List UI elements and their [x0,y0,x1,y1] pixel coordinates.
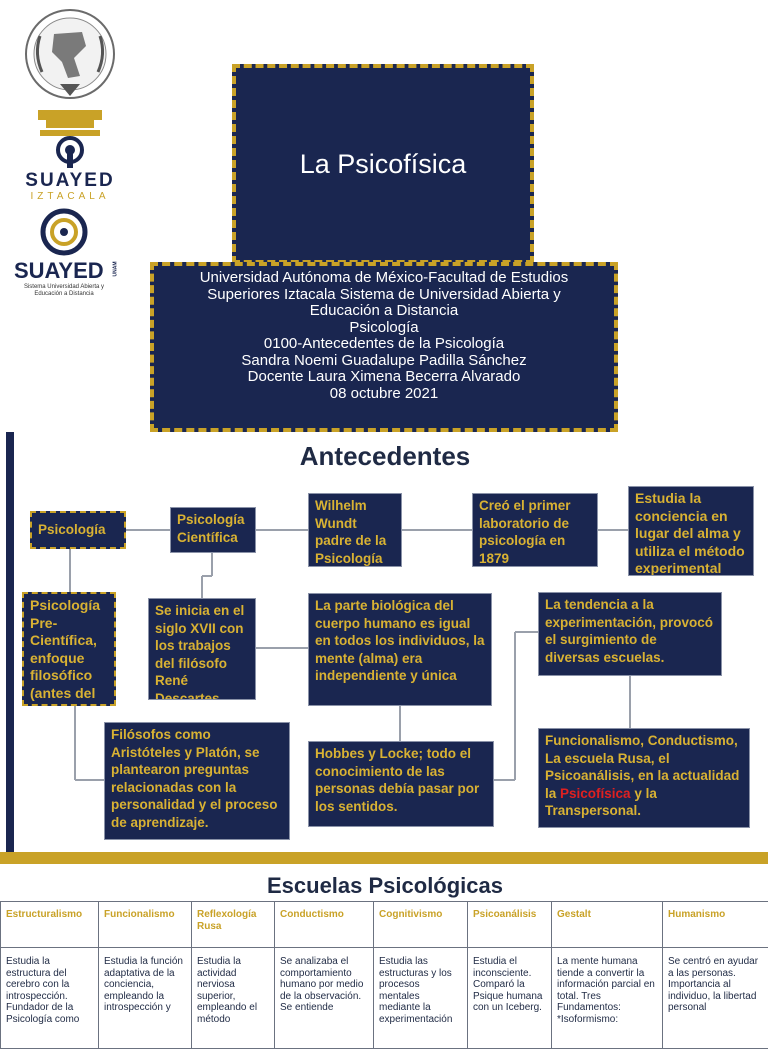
table-cell: Se centró en ayudar a las personas. Impo… [663,948,768,1049]
node-tendencia-text: La tendencia a la experimentación, provo… [545,597,713,665]
node-precientifica-text: Psicología Pre-Científica, enfoque filos… [30,597,100,706]
table-header: Psicoanálisis [468,902,552,948]
table-cell: Estudia la actividad nerviosa superior, … [192,948,275,1049]
table-header: Gestalt [552,902,663,948]
table-header: Estructuralismo [1,902,99,948]
table-header: Conductismo [275,902,374,948]
node-estudia-conciencia: Estudia la conciencia en lugar del alma … [628,486,754,576]
node-wundt: Wilhelm Wundt padre de la Psicología Cie… [308,493,402,567]
node-laboratorio-text: Creó el primer laboratorio de psicología… [479,498,571,566]
schools-title: Escuelas Psicológicas [180,873,590,899]
table-header: Cognitivismo [374,902,468,948]
node-estudia-text: Estudia la conciencia en lugar del alma … [635,490,745,576]
node-psicologia: Psicología [30,511,126,549]
table-header: Funcionalismo [99,902,192,948]
table-cell: Estudia las estructuras y los procesos m… [374,948,468,1049]
node-hobbes-locke: Hobbes y Locke; todo el conocimiento de … [308,741,494,827]
node-biologica-text: La parte biológica del cuerpo humano es … [315,598,485,683]
node-sigloxvii-text: Se inicia en el siglo XVII con los traba… [155,603,244,700]
node-psicologia-cientifica: Psicología Científica [170,507,256,553]
table-cell: Estudia el inconsciente. Comparó la Psiq… [468,948,552,1049]
table-row: Estudia la estructura del cerebro con la… [1,948,768,1049]
node-hobbes-text: Hobbes y Locke; todo el conocimiento de … [315,746,479,814]
table-header: Reflexología Rusa [192,902,275,948]
node-pre-cientifica: Psicología Pre-Científica, enfoque filos… [22,592,116,706]
node-funcionalismo-highlight: Psicofísica [560,786,631,801]
node-psicologia-text: Psicología [38,522,106,537]
schools-table: Estructuralismo Funcionalismo Reflexolog… [0,901,768,1049]
table-cell: Estudia la estructura del cerebro con la… [1,948,99,1049]
node-filosofos-text: Filósofos como Aristóteles y Platón, se … [111,727,278,830]
table-header: Humanismo [663,902,768,948]
node-funcionalismo: Funcionalismo, Conductismo, La escuela R… [538,728,750,828]
node-laboratorio: Creó el primer laboratorio de psicología… [472,493,598,567]
table-cell: La mente humana tiende a convertir la in… [552,948,663,1049]
table-cell: Se analizaba el comportamiento humano po… [275,948,374,1049]
gold-divider [0,852,768,864]
node-cientifica-text: Psicología Científica [177,512,245,545]
node-tendencia: La tendencia a la experimentación, provo… [538,592,722,676]
node-wundt-text: Wilhelm Wundt padre de la Psicología Cie… [315,498,386,567]
node-parte-biologica: La parte biológica del cuerpo humano es … [308,593,492,706]
table-cell: Estudia la función adaptativa de la conc… [99,948,192,1049]
table-header-row: Estructuralismo Funcionalismo Reflexolog… [1,902,768,948]
node-siglo-xvii: Se inicia en el siglo XVII con los traba… [148,598,256,700]
node-filosofos: Filósofos como Aristóteles y Platón, se … [104,722,290,840]
